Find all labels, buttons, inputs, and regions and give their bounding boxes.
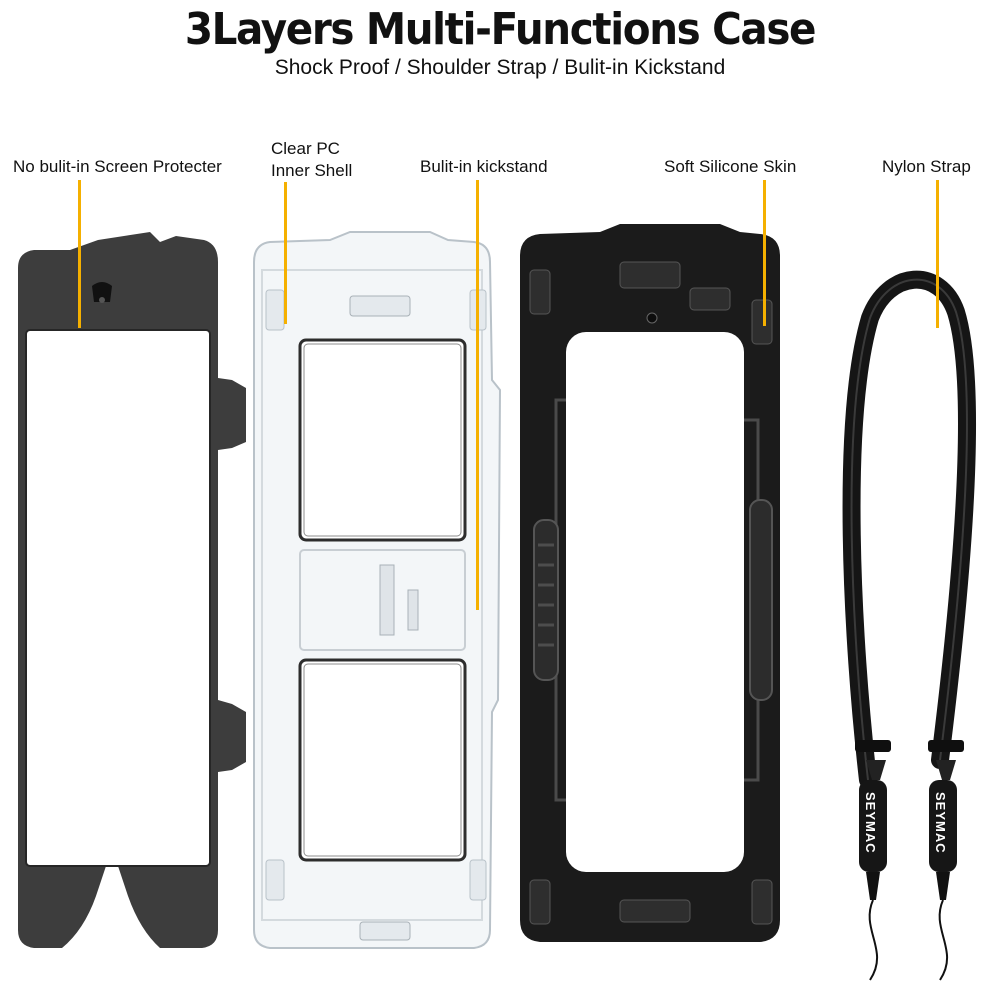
callout-line-clear-pc bbox=[284, 182, 287, 324]
callout-line-silicone bbox=[763, 180, 766, 326]
label-clear-pc: Clear PC Inner Shell bbox=[271, 138, 352, 182]
callout-line-kickstand bbox=[476, 180, 479, 610]
nylon-strap: SEYMAC SEYMAC bbox=[842, 270, 976, 981]
label-clear-pc-line2: Inner Shell bbox=[271, 161, 353, 180]
label-screen-protecter: No bulit-in Screen Protecter bbox=[13, 157, 222, 176]
strap-tag-right: SEYMAC bbox=[933, 792, 948, 854]
silicone-skin bbox=[520, 224, 780, 942]
label-nylon-strap: Nylon Strap bbox=[882, 157, 971, 176]
label-kickstand: Bulit-in kickstand bbox=[420, 157, 548, 176]
callout-line-screen-protecter bbox=[78, 180, 81, 328]
clear-inner-shell bbox=[253, 231, 502, 949]
label-silicone-skin: Soft Silicone Skin bbox=[664, 157, 797, 176]
page-subtitle: Shock Proof / Shoulder Strap / Bulit-in … bbox=[274, 56, 726, 79]
front-frame bbox=[18, 232, 246, 948]
callout-line-strap bbox=[936, 180, 939, 328]
strap-tag-left: SEYMAC bbox=[863, 792, 878, 854]
label-clear-pc-line1: Clear PC bbox=[271, 139, 340, 158]
page-title: 3Layers Multi-Functions Case bbox=[184, 4, 817, 55]
